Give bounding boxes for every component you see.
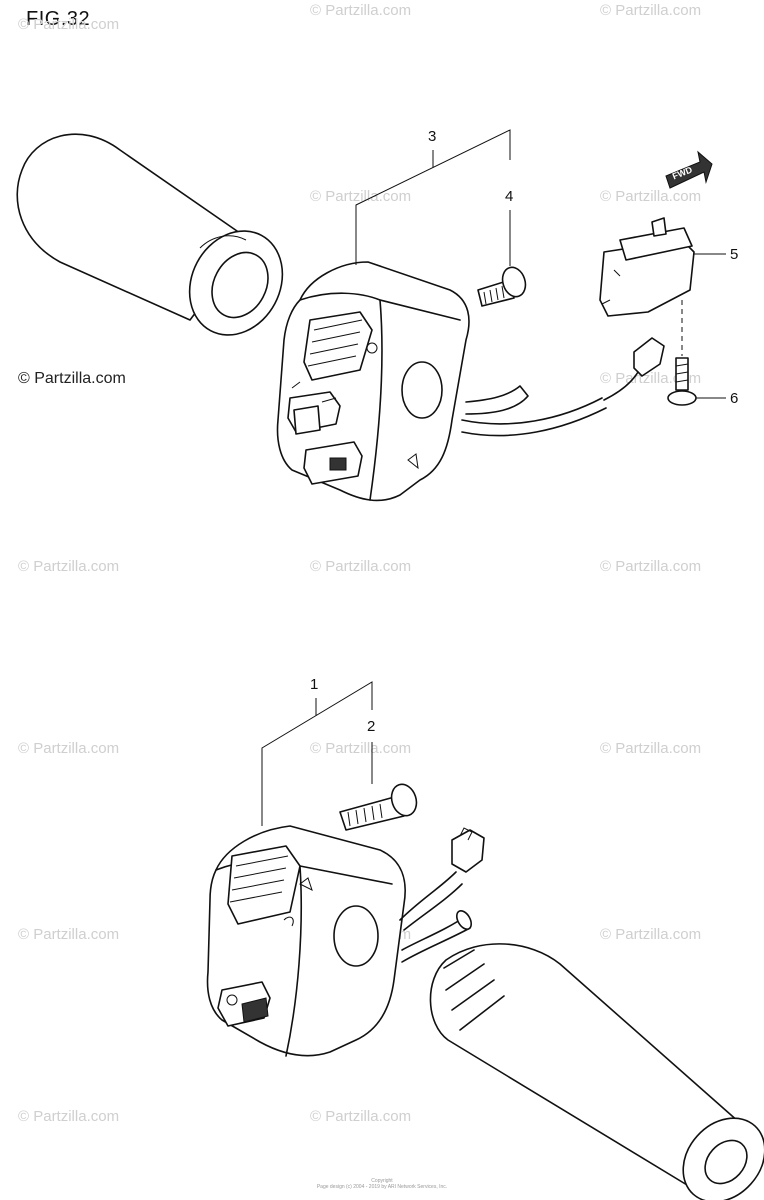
watermark: © Partzilla.com <box>18 16 120 33</box>
left-handle-grip <box>16 133 284 336</box>
screw-part-6 <box>667 357 726 406</box>
callout-6: 6 <box>730 390 739 407</box>
watermark: © Partzilla.com <box>18 558 120 575</box>
left-switch-housing <box>206 825 485 1057</box>
watermark: © Partzilla.com <box>310 188 412 205</box>
watermark: © Partzilla.com <box>600 926 702 943</box>
callout-4: 4 <box>505 188 514 205</box>
watermark: © Partzilla.com <box>18 926 120 943</box>
forward-arrow <box>665 150 713 189</box>
leader-line-3 <box>355 129 511 265</box>
stop-switch-part-5 <box>599 217 726 401</box>
callout-5: 5 <box>730 246 739 263</box>
watermark: © Partzilla.com <box>600 558 702 575</box>
screw-part-2 <box>339 742 418 831</box>
figure-title: FIG.32 <box>26 8 91 30</box>
watermark: © Partzilla.com <box>600 188 702 205</box>
footer-copyright: Copyright Page design (c) 2004 - 2019 by… <box>300 1178 464 1190</box>
watermark: © Partzilla.com <box>310 558 412 575</box>
watermark: © Partzilla.com <box>600 2 702 19</box>
watermark: © Partzilla.com <box>310 2 412 19</box>
throttle-grip <box>429 943 764 1200</box>
watermark: © Partzilla.com <box>310 740 412 757</box>
callout-1: 1 <box>310 676 319 693</box>
watermark: © Partzilla.com <box>600 740 702 757</box>
leader-line-1 <box>261 681 373 826</box>
watermark: © Partzilla.com <box>18 1108 120 1125</box>
footer-line-2: Page design (c) 2004 - 2019 by ARI Netwo… <box>316 1184 448 1190</box>
watermark-dark: © Partzilla.com <box>18 370 126 387</box>
watermark: © Partzilla.com <box>310 1108 412 1125</box>
callout-2: 2 <box>367 718 376 735</box>
right-switch-housing <box>276 261 607 502</box>
callout-3: 3 <box>428 128 437 145</box>
footer-line-1: Copyright <box>371 1178 393 1184</box>
screw-part-4 <box>477 210 527 307</box>
watermark: © Partzilla.com <box>18 740 120 757</box>
